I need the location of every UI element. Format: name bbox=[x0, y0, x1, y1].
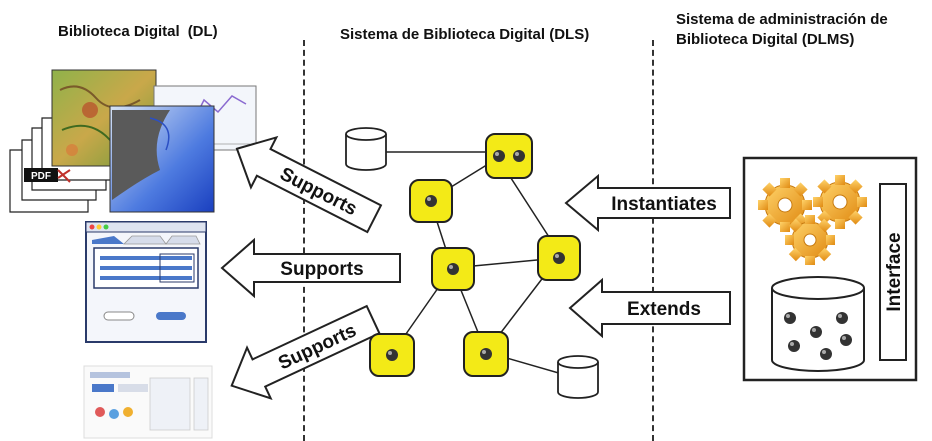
dls-header: Sistema de Biblioteca Digital (DLS) bbox=[340, 26, 590, 43]
database-icon bbox=[345, 127, 387, 171]
dl-header: Biblioteca Digital (DL) bbox=[58, 22, 218, 42]
pdf-badge bbox=[24, 168, 58, 182]
network-node bbox=[463, 331, 509, 377]
window-tab-active bbox=[92, 236, 124, 244]
supports-middle-label: Supports bbox=[280, 259, 363, 280]
gears-icon bbox=[758, 175, 867, 265]
dlms-header-line1: Sistema de administración de bbox=[676, 11, 888, 28]
interface-label: Interface bbox=[884, 232, 905, 311]
dlms-box: Interface bbox=[742, 156, 918, 382]
window-tab bbox=[165, 235, 201, 245]
document-stack: PDF bbox=[9, 69, 257, 213]
dl-title: Biblioteca Digital bbox=[58, 23, 180, 40]
dashboard-image bbox=[83, 365, 213, 439]
database-icon bbox=[557, 355, 599, 399]
ocean-map-image bbox=[109, 105, 215, 213]
interface-panel: Interface bbox=[879, 183, 907, 361]
pdf-badge-text: PDF bbox=[31, 171, 51, 182]
window-button-primary bbox=[156, 312, 186, 320]
extends-arrow: Extends bbox=[568, 277, 731, 339]
dls-network bbox=[345, 127, 599, 399]
extends-label: Extends bbox=[627, 299, 701, 320]
window-tab bbox=[123, 235, 167, 245]
network-node-dual bbox=[485, 133, 533, 179]
instantiates-label: Instantiates bbox=[611, 194, 717, 215]
acrobat-icon bbox=[57, 169, 71, 183]
supports-arrow-bottom: Supports bbox=[230, 304, 381, 401]
instantiates-arrow: Instantiates bbox=[564, 173, 731, 233]
supports-arrow-middle: Supports bbox=[220, 237, 401, 299]
network-node bbox=[431, 247, 475, 291]
dlms-header-line2: Biblioteca Digital (DLMS) bbox=[676, 31, 855, 48]
network-node bbox=[537, 235, 581, 281]
window-button bbox=[103, 311, 135, 321]
divider-dl-dls bbox=[303, 40, 305, 441]
dlms-database-icon bbox=[771, 276, 865, 372]
network-node bbox=[369, 333, 415, 377]
app-window bbox=[85, 221, 207, 343]
dlms-header: Sistema de administración de Biblioteca … bbox=[676, 10, 888, 50]
divider-dls-dlms bbox=[652, 40, 654, 441]
data-dots bbox=[784, 312, 852, 360]
network-node bbox=[409, 179, 453, 223]
dl-abbr: (DL) bbox=[187, 23, 218, 40]
